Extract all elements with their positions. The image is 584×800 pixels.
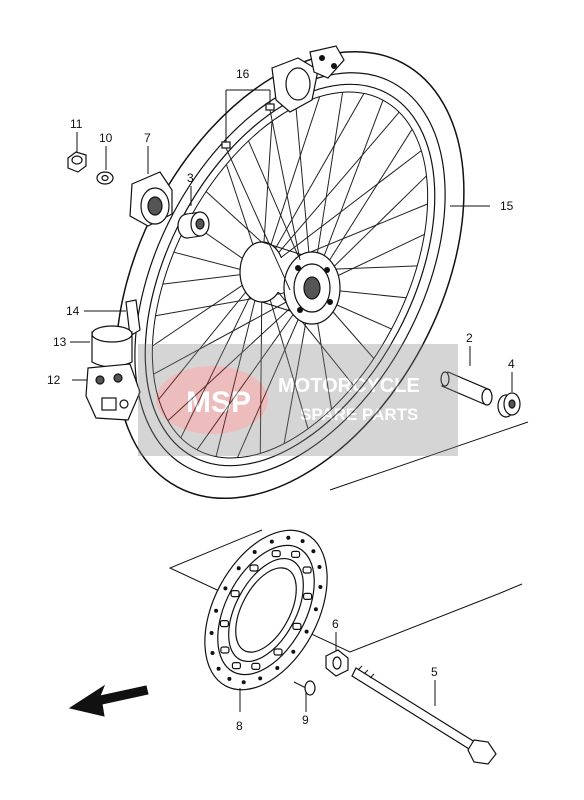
disc-hole: [273, 648, 283, 656]
disc-vent-hole: [317, 565, 322, 569]
axle-nut-part-6: [325, 632, 349, 677]
spacer-part-2: [440, 346, 493, 406]
disc-vent-hole: [313, 607, 318, 612]
disc-vent-hole: [241, 680, 246, 685]
watermark-logo: MSP: [186, 386, 251, 419]
spoke: [261, 111, 400, 273]
callout-2: 2: [466, 331, 473, 345]
watermark: MSP MOTORCYCLE SPARE PARTS: [138, 344, 458, 456]
callout-14: 14: [66, 304, 80, 318]
disc-hole: [271, 549, 281, 558]
disc-bolt-part-9: [293, 680, 316, 712]
clip-part-14: [84, 299, 141, 337]
disc-hole: [219, 619, 229, 628]
cable-guide-part-13: [70, 325, 133, 368]
spoke: [261, 150, 422, 273]
disc-vent-hole: [227, 676, 232, 681]
nut-part-11: [67, 132, 87, 173]
disc-vent-hole: [214, 608, 219, 613]
callout-5: 5: [431, 665, 438, 679]
axle-part-5: [351, 665, 497, 765]
callout-16: 16: [236, 67, 250, 81]
spoke-nipple-part-16: [221, 89, 301, 291]
disc-vent-hole: [210, 651, 215, 655]
callout-9: 9: [302, 713, 309, 727]
watermark-line1: MOTORCYCLE: [278, 375, 420, 397]
callout-4: 4: [508, 357, 515, 371]
callout-12: 12: [47, 373, 61, 387]
disc-vent-hole: [269, 539, 274, 544]
callout-13: 13: [53, 335, 67, 349]
callout-11: 11: [70, 117, 83, 131]
disc-vent-hole: [223, 586, 228, 591]
disc-vent-hole: [300, 539, 305, 544]
washer-part-10: [96, 146, 114, 185]
spokes: [152, 92, 428, 458]
disc-vent-hole: [252, 550, 257, 554]
disc-vent-hole: [311, 549, 316, 554]
disc-hole: [303, 592, 313, 601]
callout-15: 15: [500, 199, 514, 213]
disc-hole: [230, 589, 240, 598]
disc-vent-hole: [291, 649, 296, 654]
callout-7: 7: [144, 131, 151, 145]
callout-3: 3: [187, 171, 194, 185]
spoke: [158, 271, 263, 400]
callout-10: 10: [99, 131, 113, 145]
speedometer-gearbox-part-7: [129, 146, 173, 227]
spoke: [261, 96, 321, 273]
bearing-part-3: [177, 186, 210, 239]
spoke: [153, 287, 313, 375]
disc-vent-hole: [304, 629, 309, 634]
disc-hole: [291, 550, 301, 559]
disc-hole: [251, 662, 261, 671]
watermark-line2: SPARE PARTS: [300, 405, 418, 424]
drive-housing-part-12: [72, 363, 141, 421]
wheel-hub: [239, 241, 341, 325]
disc-vent-hole: [258, 676, 263, 681]
disc-vent-hole: [318, 585, 323, 589]
plane-outline-upper: [329, 421, 529, 491]
front-direction-arrow: [68, 684, 149, 717]
disc-hole: [302, 566, 312, 574]
spoke: [261, 93, 365, 273]
brake-disc-part-8: [204, 529, 328, 712]
disc-vent-hole: [275, 666, 280, 670]
bearing-part-4: [497, 372, 521, 418]
disc-hole: [220, 646, 230, 654]
callouts: 16 11 10 7 3 15 14 13 12 2 4 6 5 8 9: [47, 67, 515, 733]
disc-hole: [292, 622, 302, 631]
disc-vent-hole: [286, 535, 291, 540]
disc-vent-hole: [236, 566, 241, 571]
callout-6: 6: [332, 617, 339, 631]
spoke: [215, 271, 263, 457]
disc-vent-hole: [216, 666, 221, 671]
disc-hole: [231, 661, 241, 670]
disc-hole: [249, 564, 259, 572]
rim-lock-bracket: [271, 45, 345, 113]
disc-vent-hole: [209, 631, 214, 635]
callout-8: 8: [236, 719, 243, 733]
